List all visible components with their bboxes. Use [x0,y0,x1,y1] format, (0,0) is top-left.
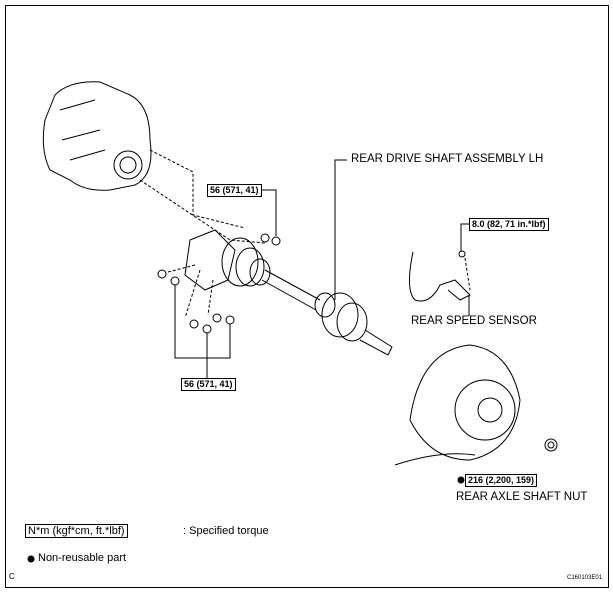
axle-nut-label: REAR AXLE SHAFT NUT [456,491,588,503]
nonreusable-dot-icon [457,476,465,484]
speed-sensor-label: REAR SPEED SENSOR [411,315,537,327]
legend-torque-unit: N*m (kgf*cm, ft.*lbf) [25,524,128,538]
flange-nut-torque-upper: 56 (571, 41) [207,184,262,197]
drive-shaft-label: REAR DRIVE SHAFT ASSEMBLY LH [351,153,544,165]
sensor-bolt-torque: 8.0 (82, 71 in.*lbf) [469,218,549,231]
speed-sensor [409,250,471,302]
outer-cv-joint [314,292,393,356]
legend-torque-desc: : Specified torque [183,525,269,537]
figure-id: C160103E01 [567,575,603,581]
nonreusable-legend-dot-icon [27,555,35,563]
diagram-frame [5,5,609,588]
inner-cv-joint [184,229,271,291]
axle-hub [394,344,558,466]
legend-nonreusable: Non-reusable part [38,552,127,564]
leader-lines [174,159,470,378]
corner-letter: C [9,572,15,581]
differential-carrier [42,81,152,191]
axle-nut-torque: 216 (2,200, 159) [465,474,538,487]
alignment-lines [139,149,471,319]
flange-nut-torque-lower: 56 (571, 41) [181,378,236,391]
shaft [261,269,321,311]
